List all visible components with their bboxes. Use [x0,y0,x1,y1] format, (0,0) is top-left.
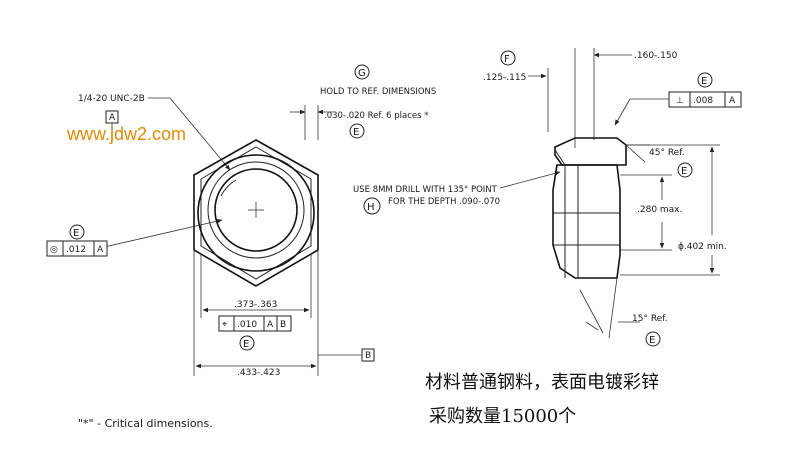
position-datum-2: B [280,320,286,330]
concentricity-tolerance: .012 [66,245,86,255]
thread-major-circle [207,161,305,259]
chamfer-bottom-callout: E [649,335,655,346]
hold-ref-callout-2: E [353,127,359,138]
hex-inner-outline [200,146,312,280]
watermark: www.jdw2.com [66,124,186,144]
f-callout: F [504,54,510,65]
hold-ref-note: G HOLD TO REF. DIMENSIONS .030-.020 Ref.… [290,64,436,140]
flat-dimension: .373-.363 [234,300,277,310]
height-dim: .280 max. [637,205,682,215]
position-callout: E [243,339,249,350]
concentricity-datum: A [97,245,104,255]
side-view: F .125-.115 .160-.150 E ⊥ .008 A [483,48,742,347]
position-tolerance: .010 [237,320,257,330]
hold-ref-line1: HOLD TO REF. DIMENSIONS [320,87,436,97]
hold-ref-callout: G [358,68,366,79]
chamfer-bottom: 15° Ref. [632,314,668,324]
dia-dim: ϕ.402 min. [678,242,727,252]
hex-outline [193,139,319,287]
chamfer-circle [197,154,315,272]
thread-label: 1/4-20 UNC-2B [78,94,145,104]
drill-callout: H [367,202,375,213]
concentricity-frame: ◎ .012 A [46,240,108,257]
hold-ref-line2: .030-.020 Ref. 6 places * [324,111,429,121]
perp-datum: A [729,96,736,106]
datum-b-label: B [365,351,371,361]
datum-a-label: A [109,113,116,123]
corner-dimension: .433-.423 [237,368,280,378]
drill-line1: USE 8MM DRILL WITH 135° POINT [353,185,498,195]
front-view: 1/4-20 UNC-2B A E ◎ .012 A [46,94,375,378]
position-symbol: ⌖ [222,320,227,330]
perp-tolerance: .008 [693,96,713,106]
chinese-line-1: 材料普通钢料，表面电镀彩锌 [425,372,659,393]
chamfer-top: 45° Ref. [649,148,685,158]
position-frame: ⌖ .010 A B [218,315,292,332]
drill-note: USE 8MM DRILL WITH 135° POINT FOR THE DE… [353,171,561,215]
concentricity-symbol: ◎ [50,245,58,255]
chamfer-top-callout: E [681,166,687,177]
dim-f: .125-.115 [483,73,526,83]
thread-minor-circle [214,168,298,252]
concentricity-callout: E [73,228,79,239]
side-body-top [554,137,627,166]
perpendicularity-frame: ⊥ .008 A [668,91,742,108]
side-body-main [552,164,621,279]
chinese-line-2: 采购数量15000个 [429,406,576,427]
perp-symbol: ⊥ [676,96,684,106]
position-datum-1: A [267,320,274,330]
critical-note: "*" - Critical dimensions. [78,417,213,430]
drill-line2: FOR THE DEPTH .090-.070 [388,197,500,207]
dim-top: .160-.150 [634,51,678,61]
perp-callout: E [701,76,707,87]
